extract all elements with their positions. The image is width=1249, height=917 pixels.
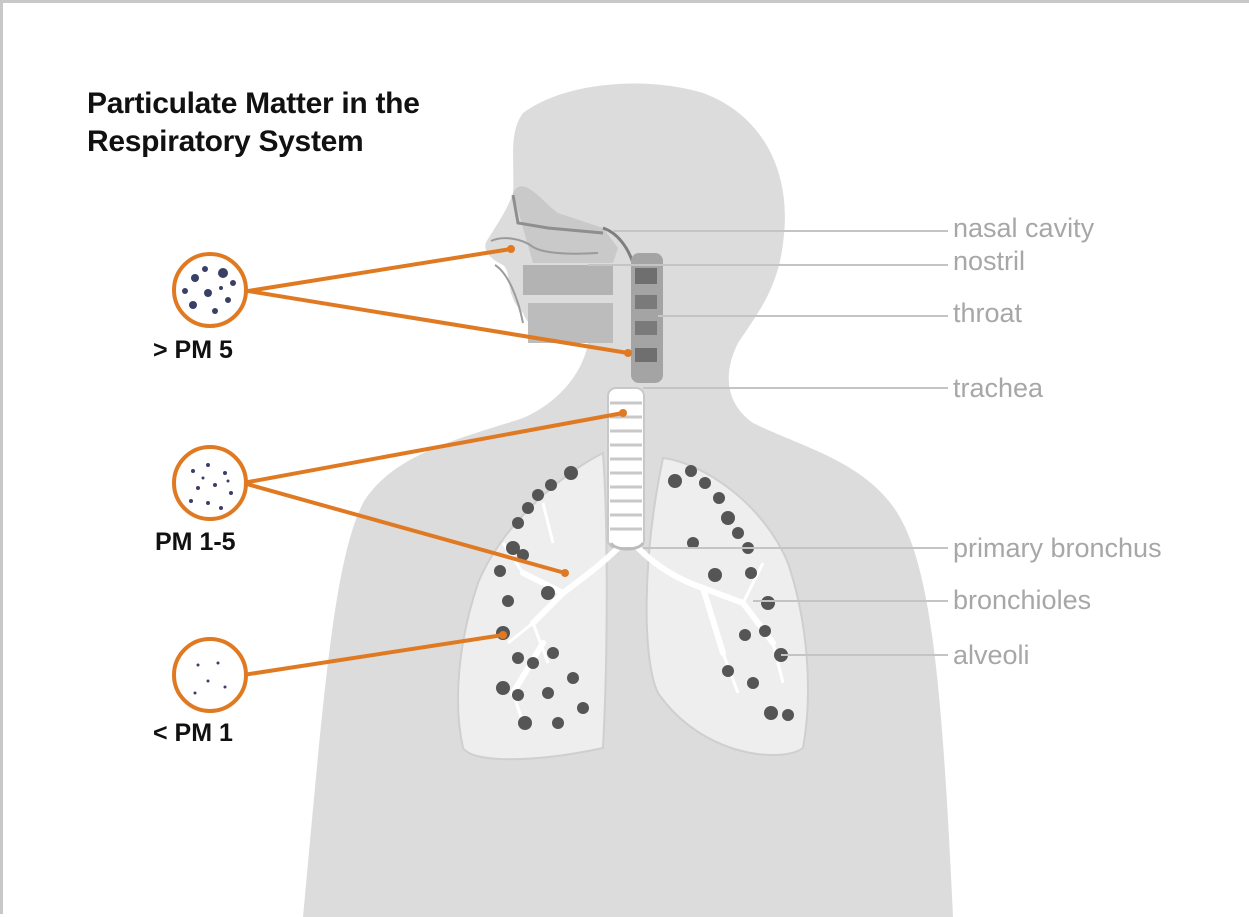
pm-label-large: > PM 5 (153, 336, 233, 365)
label-nasal-cavity: nasal cavity (953, 213, 1094, 244)
particle-circle-small (174, 639, 246, 711)
pm-label-medium: PM 1-5 (155, 528, 236, 557)
label-alveoli: alveoli (953, 640, 1030, 671)
label-bronchioles: bronchioles (953, 585, 1091, 616)
title-line-1: Particulate Matter in the (87, 85, 420, 123)
label-trachea: trachea (953, 373, 1043, 404)
diagram-title: Particulate Matter in the Respiratory Sy… (87, 85, 420, 161)
label-throat: throat (953, 298, 1022, 329)
particle-circle-large (174, 254, 246, 326)
label-primary-bronchus: primary bronchus (953, 533, 1162, 564)
throat (631, 253, 663, 383)
title-line-2: Respiratory System (87, 123, 420, 161)
particle-circle-medium (174, 447, 246, 519)
label-nostril: nostril (953, 246, 1025, 277)
pm-label-small: < PM 1 (153, 719, 233, 748)
